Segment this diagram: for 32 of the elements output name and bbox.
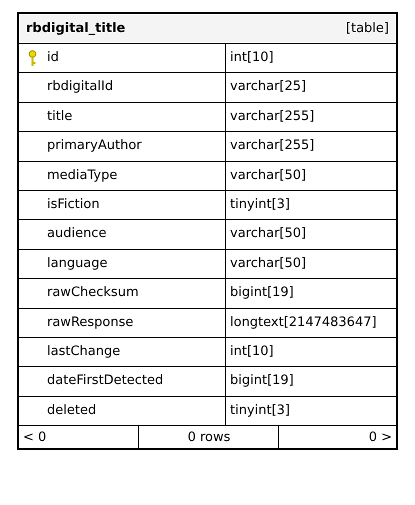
previous-page-label: < 0 [23, 430, 46, 446]
column-name: lastChange [47, 344, 120, 360]
column-name: primaryAuthor [47, 138, 142, 154]
table-box [17, 12, 398, 450]
column-type: varchar[255] [230, 108, 314, 125]
column-name: rawChecksum [47, 285, 139, 302]
column-type: varchar[50] [230, 226, 306, 242]
next-page-label: 0 > [368, 430, 392, 446]
column-name: dateFirstDetected [47, 373, 164, 390]
column-name: mediaType [47, 168, 118, 184]
column-name: rbdigitalId [47, 79, 114, 96]
column-type: varchar[25] [230, 79, 306, 96]
column-type: tinyint[3] [230, 197, 290, 213]
column-type: varchar[255] [230, 138, 314, 154]
column-type: int[10] [230, 344, 274, 360]
table-name: rbdigital_title [26, 21, 126, 37]
column-name: audience [47, 226, 106, 242]
column-type: varchar[50] [230, 168, 306, 184]
column-type: bigint[19] [230, 373, 294, 390]
column-type: bigint[19] [230, 285, 294, 302]
column-name: title [47, 108, 72, 125]
column-name: id [47, 50, 59, 66]
column-name: isFiction [47, 197, 100, 213]
column-type: longtext[2147483647] [230, 314, 377, 331]
row-count: 0 rows [188, 430, 230, 446]
column-name: language [47, 256, 108, 272]
column-type: tinyint[3] [230, 402, 290, 419]
column-type: int[10] [230, 50, 274, 66]
table-type-label: [table] [346, 21, 389, 37]
column-type: varchar[50] [230, 256, 306, 272]
column-name: rawResponse [47, 314, 134, 331]
column-name: deleted [47, 402, 96, 419]
